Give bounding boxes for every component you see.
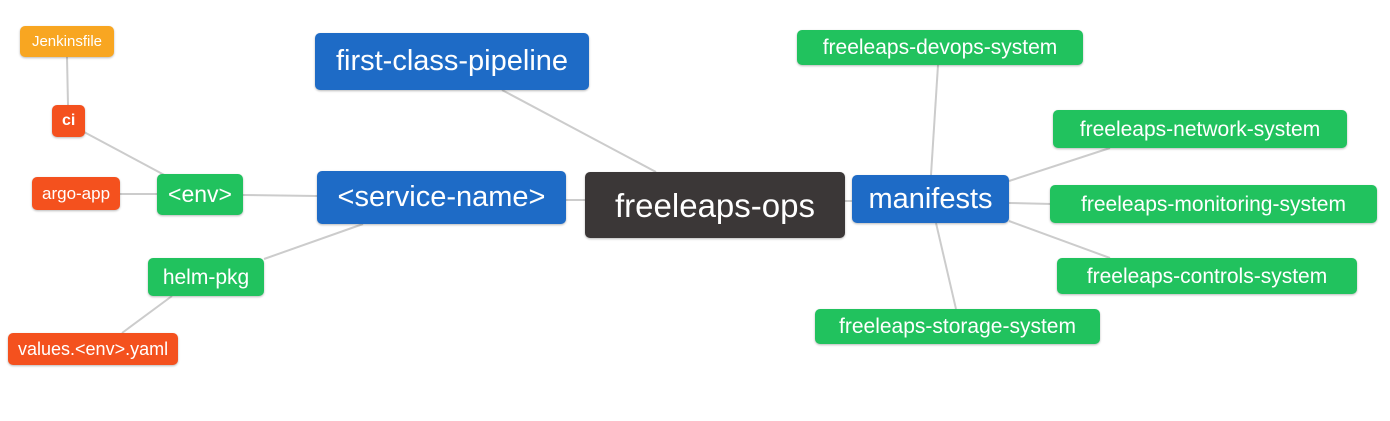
node-service-name[interactable]: <service-name> — [317, 171, 566, 224]
edge-service-name-helm-pkg — [263, 223, 364, 260]
node-freeleaps-devops-system[interactable]: freeleaps-devops-system — [797, 30, 1083, 65]
node-freeleaps-network-system[interactable]: freeleaps-network-system — [1053, 110, 1347, 148]
node-helm-pkg[interactable]: helm-pkg — [148, 258, 264, 296]
edge-pipeline-freeleaps-ops — [501, 89, 657, 173]
edge-jenkinsfile-ci — [66, 56, 69, 106]
node-values-env-yaml[interactable]: values.<env>.yaml — [8, 333, 179, 365]
edge-manifests-storage-system — [935, 222, 957, 310]
edge-helm-pkg-values-yaml — [121, 295, 173, 334]
node-freeleaps-controls-system[interactable]: freeleaps-controls-system — [1057, 258, 1357, 294]
edge-ci-env — [83, 131, 171, 179]
edge-devops-system-manifests — [930, 64, 939, 176]
node-env[interactable]: <env> — [157, 174, 243, 215]
node-argo-app[interactable]: argo-app — [32, 177, 121, 210]
edge-manifests-network-system — [1008, 147, 1111, 182]
node-manifests[interactable]: manifests — [852, 175, 1009, 223]
node-first-class-pipeline[interactable]: first-class-pipeline — [315, 33, 589, 90]
node-jenkinsfile[interactable]: Jenkinsfile — [20, 26, 114, 57]
node-freeleaps-storage-system[interactable]: freeleaps-storage-system — [815, 309, 1100, 344]
node-freeleaps-monitoring-system[interactable]: freeleaps-monitoring-system — [1050, 185, 1377, 223]
node-freeleaps-ops-root[interactable]: freeleaps-ops — [585, 172, 845, 238]
edge-manifests-monitoring-system — [1008, 202, 1053, 205]
node-ci[interactable]: ci — [52, 105, 86, 137]
edge-env-service-name — [242, 194, 318, 197]
edge-manifests-controls-system — [1008, 220, 1111, 259]
